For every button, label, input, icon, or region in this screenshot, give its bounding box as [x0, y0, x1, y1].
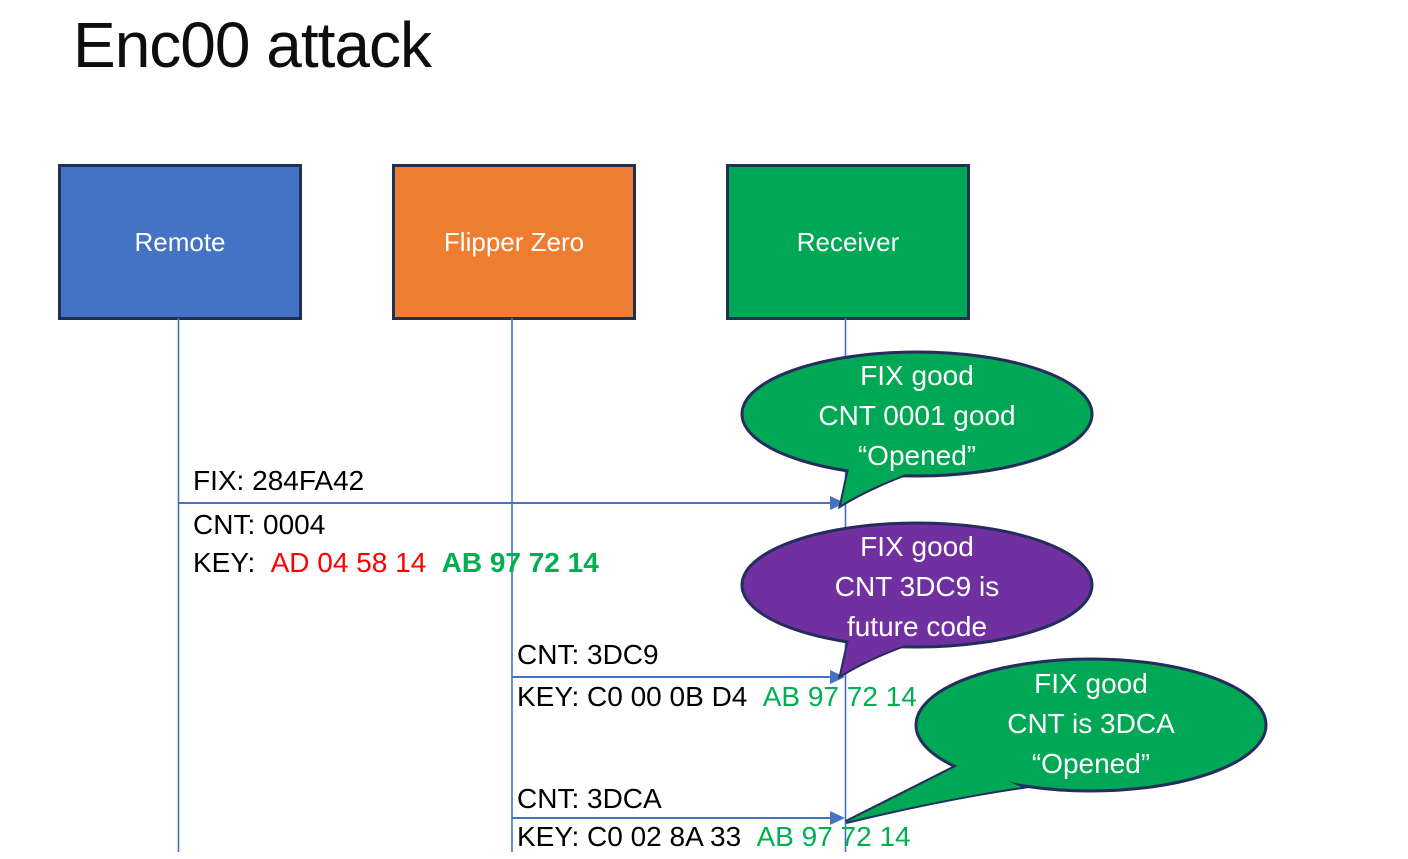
- actor-label-flipper-zero: Flipper Zero: [443, 226, 585, 257]
- speech-bubble-1: [740, 350, 1094, 510]
- speech-bubble-1-text: FIX good CNT 0001 good “Opened”: [742, 356, 1092, 476]
- message-1-key-red-bytes: AD 04 58 14: [270, 547, 427, 578]
- message-2-key: KEY: C0 00 0B D4 AB 97 72 14: [517, 682, 917, 712]
- message-2-key-green-bytes: AB 97 72 14: [762, 681, 917, 712]
- actor-label-receiver: Receiver: [796, 226, 900, 257]
- speech-bubble-2-text: FIX good CNT 3DC9 is future code: [742, 527, 1092, 647]
- message-3-cnt: CNT: 3DCA: [517, 783, 662, 814]
- message-1-key-green-bytes: AB 97 72 14: [441, 547, 599, 578]
- actor-box-flipper-zero: Flipper Zero: [392, 164, 636, 320]
- message-arrow-3: [512, 811, 845, 825]
- bubble-2-line-3: future code: [846, 611, 988, 642]
- bubble-3-line-2: CNT is 3DCA: [1007, 708, 1175, 739]
- message-arrow-2: [512, 670, 845, 684]
- message-2-key-black-bytes: KEY: C0 00 0B D4: [517, 681, 748, 712]
- bubble-2-line-1: FIX good: [860, 531, 974, 562]
- message-2-cnt: CNT: 3DC9: [517, 639, 659, 670]
- speech-bubble-2: [740, 521, 1094, 680]
- bubble-1-line-1: FIX good: [860, 360, 974, 391]
- bubble-1-line-3: “Opened”: [857, 440, 977, 471]
- speech-bubble-3-text: FIX good CNT is 3DCA “Opened”: [916, 664, 1266, 784]
- actor-box-receiver: Receiver: [726, 164, 970, 320]
- message-3-key: KEY: C0 02 8A 33 AB 97 72 14: [517, 822, 911, 852]
- bubble-2-line-2: CNT 3DC9 is: [834, 571, 1000, 602]
- actor-box-remote: Remote: [58, 164, 302, 320]
- message-3-key-green-bytes: AB 97 72 14: [756, 821, 911, 852]
- page-title: Enc00 attack: [73, 9, 432, 81]
- arrowhead-icon: [830, 811, 845, 825]
- message-1-key: KEY: AD 04 58 14 AB 97 72 14: [193, 548, 599, 578]
- bubble-3-line-1: FIX good: [1034, 668, 1148, 699]
- message-1-key-label: KEY:: [193, 547, 256, 578]
- bubble-3-line-3: “Opened”: [1031, 748, 1151, 779]
- message-1-fix: FIX: 284FA42: [193, 465, 365, 496]
- message-arrow-1: [178, 496, 845, 510]
- speech-bubble-3: [845, 657, 1268, 824]
- message-1-cnt: CNT: 0004: [193, 509, 326, 540]
- arrowhead-icon: [830, 496, 845, 510]
- arrowhead-icon: [830, 670, 845, 684]
- message-3-key-black-bytes: KEY: C0 02 8A 33: [517, 821, 742, 852]
- bubble-1-line-2: CNT 0001 good: [818, 400, 1016, 431]
- actor-label-remote: Remote: [134, 226, 226, 257]
